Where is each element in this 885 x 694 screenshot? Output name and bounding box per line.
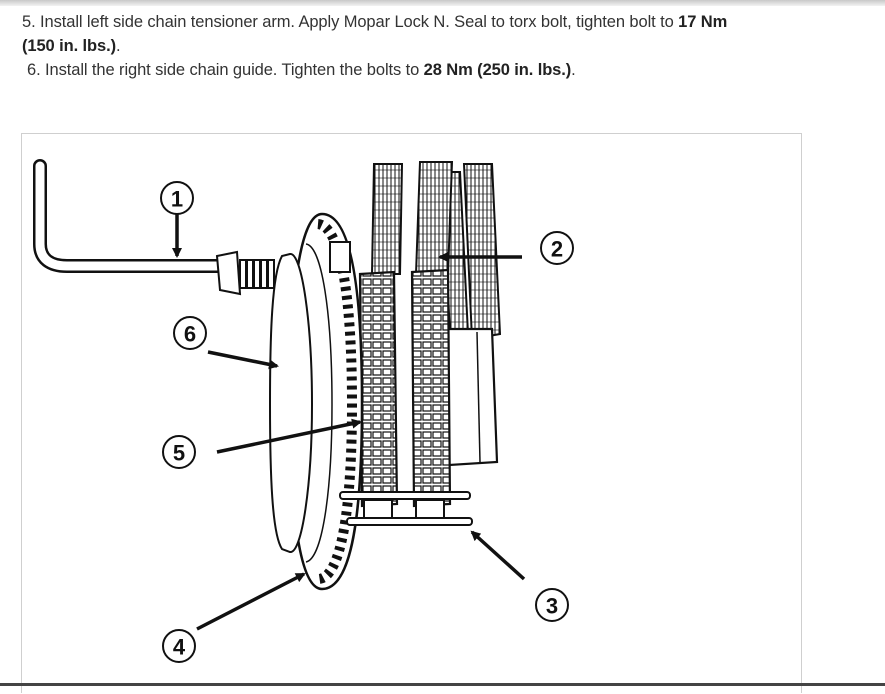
svg-text:4: 4 xyxy=(173,635,186,660)
svg-text:1: 1 xyxy=(171,187,183,212)
torque-value-inch: (150 in. lbs.) xyxy=(22,37,116,55)
step-6: 6. Install the right side chain guide. T… xyxy=(27,61,576,79)
svg-text:3: 3 xyxy=(546,594,558,619)
timing-chain-left xyxy=(358,163,404,508)
top-scroll-shadow xyxy=(0,0,885,6)
callout-6: 6 xyxy=(173,316,207,350)
timing-chain-diagram: 1 2 3 4 5 6 xyxy=(33,159,574,663)
step-5: 5. Install left side chain tensioner arm… xyxy=(22,13,728,55)
chain-guide-rods xyxy=(339,491,473,526)
instruction-text: 5. Install left side chain tensioner arm… xyxy=(22,10,872,82)
arrow-6 xyxy=(207,350,279,370)
torque-value: 17 Nm xyxy=(678,13,728,31)
callout-1: 1 xyxy=(160,181,194,215)
bottom-border xyxy=(0,683,885,686)
diagram-figure: 1 2 3 4 5 6 xyxy=(21,133,802,693)
svg-text:6: 6 xyxy=(184,322,196,347)
camshaft-plate xyxy=(268,253,314,553)
svg-text:2: 2 xyxy=(551,237,563,262)
arrow-5 xyxy=(216,418,362,454)
torx-wrench-tool xyxy=(33,159,275,296)
callout-5: 5 xyxy=(162,435,196,469)
sprocket-hub xyxy=(329,241,351,273)
arrow-4 xyxy=(196,572,306,631)
arrow-3 xyxy=(470,530,526,581)
timing-chain-right xyxy=(410,161,454,508)
callout-2: 2 xyxy=(540,231,574,265)
svg-text:5: 5 xyxy=(173,441,185,466)
torque-value: 28 Nm (250 in. lbs.) xyxy=(423,61,572,79)
callout-4: 4 xyxy=(162,629,196,663)
callout-3: 3 xyxy=(535,588,569,622)
